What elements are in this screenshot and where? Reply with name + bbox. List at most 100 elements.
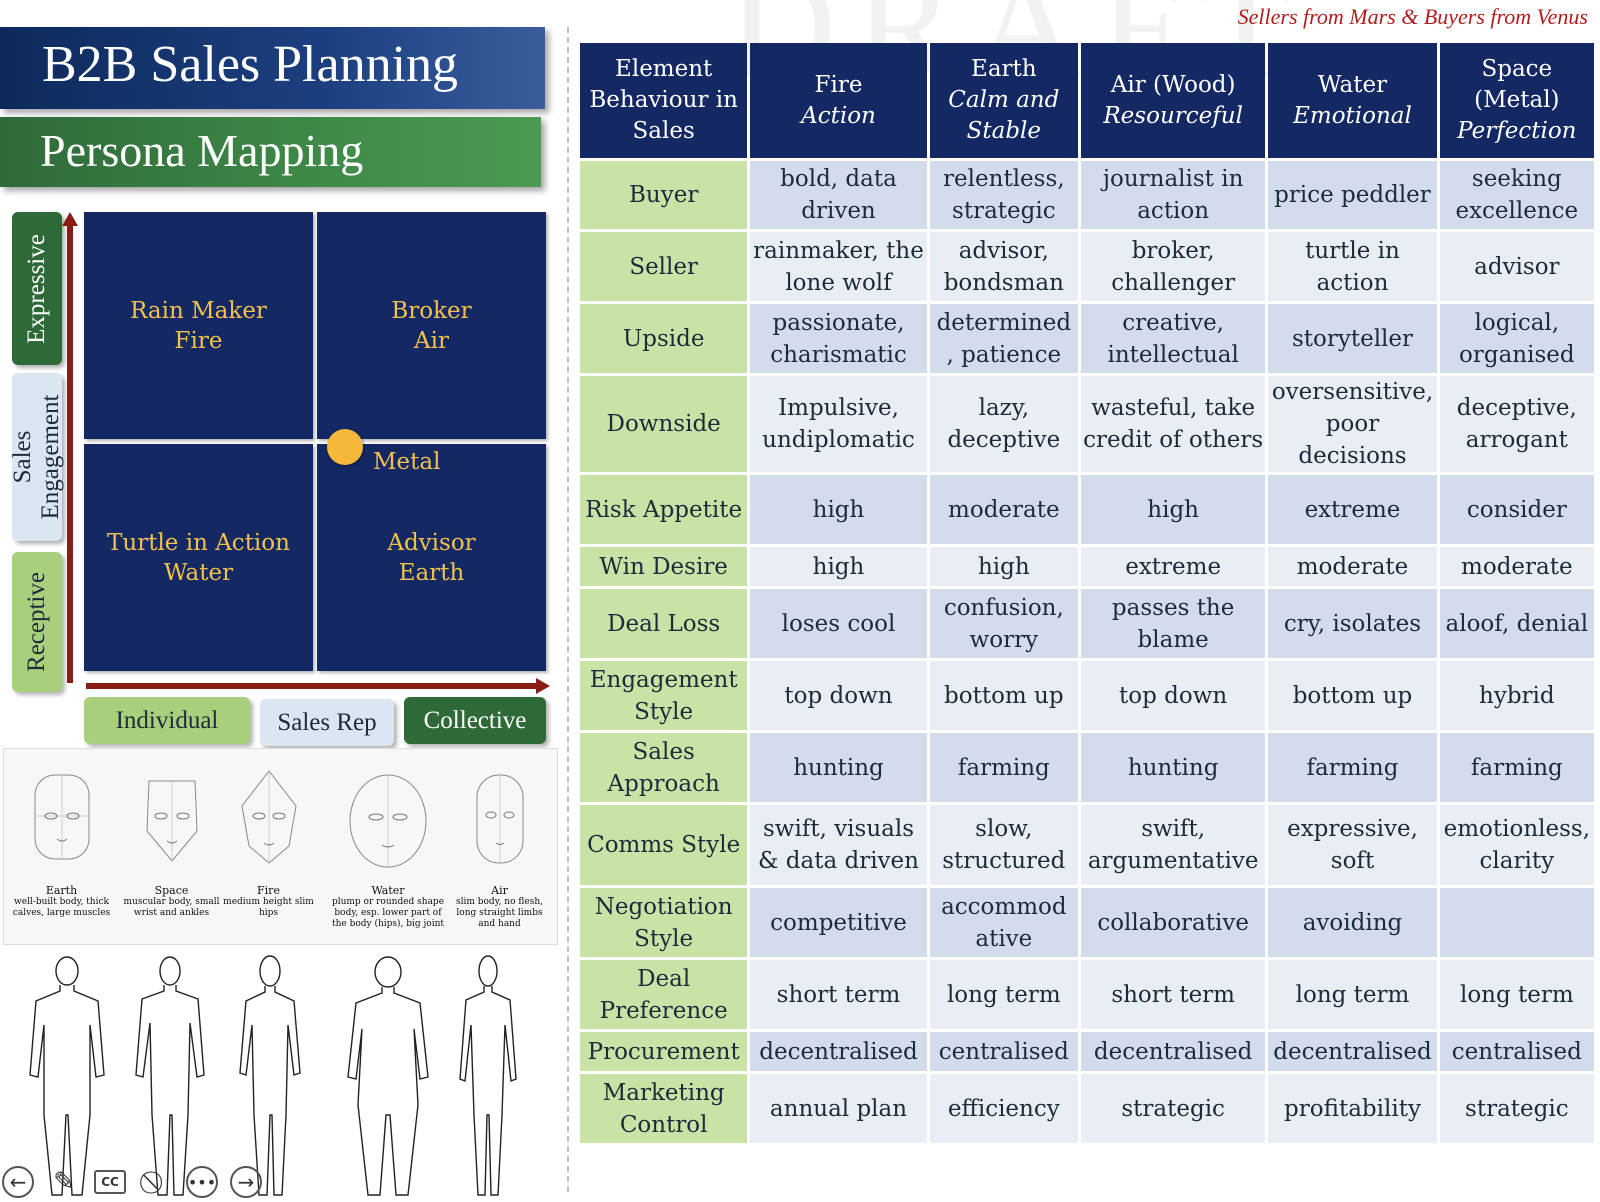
vertical-axis-arrow bbox=[67, 224, 73, 683]
body-fire-figure-icon bbox=[239, 955, 301, 1196]
body-type-name: Air bbox=[491, 884, 508, 897]
table-cell: farming bbox=[1439, 733, 1594, 802]
table-cell: extreme bbox=[1080, 547, 1266, 586]
quadrant-element: Earth bbox=[398, 559, 465, 586]
row-label: Upside bbox=[580, 304, 748, 373]
row-label: Negotiation Style bbox=[580, 888, 748, 957]
more-icon[interactable]: ••• bbox=[186, 1166, 218, 1198]
quadrant-name: Broker bbox=[391, 297, 472, 324]
face-type-space: Space muscular body, small wrist and ank… bbox=[119, 761, 224, 919]
metal-center-dot bbox=[327, 429, 363, 465]
table-cell: centralised bbox=[929, 1032, 1078, 1071]
face-sketch-icon bbox=[240, 770, 297, 864]
body-type-desc: slim body, no flesh, long straight limbs… bbox=[455, 897, 543, 929]
table-cell: broker, challenger bbox=[1080, 232, 1266, 301]
row-label: Sales Approach bbox=[580, 733, 748, 802]
captions-icon[interactable]: CC bbox=[94, 1170, 126, 1194]
quadrant-name: Rain Maker bbox=[130, 297, 267, 324]
axis-label-receptive: Receptive bbox=[12, 552, 62, 692]
table-cell bbox=[1439, 888, 1594, 957]
table-cell: collaborative bbox=[1080, 888, 1266, 957]
table-cell: moderate bbox=[929, 475, 1078, 544]
arrow-right-icon[interactable]: → bbox=[230, 1166, 262, 1198]
table-cell: long term bbox=[1268, 960, 1437, 1029]
table-cell: passes the blame bbox=[1080, 589, 1266, 658]
pen-icon[interactable]: ✎ bbox=[53, 1167, 75, 1197]
table-cell: high bbox=[750, 475, 927, 544]
body-type-name: Earth bbox=[45, 884, 78, 897]
row-label: Comms Style bbox=[580, 805, 748, 885]
body-type-desc: well-built body, thick calves, large mus… bbox=[12, 897, 111, 918]
quadrant-element: Air bbox=[414, 327, 449, 354]
table-cell: relentless, strategic bbox=[929, 161, 1078, 229]
slide-title: B2B Sales Planning bbox=[42, 36, 459, 93]
table-cell: moderate bbox=[1268, 547, 1437, 586]
row-label: Engagement Style bbox=[580, 661, 748, 730]
table-cell: decentralised bbox=[1080, 1032, 1266, 1071]
table-cell: short term bbox=[1080, 960, 1266, 1029]
row-label: Procurement bbox=[580, 1032, 748, 1071]
panel-divider bbox=[567, 27, 569, 1192]
table-cell: centralised bbox=[1439, 1032, 1594, 1071]
table-cell: lazy, deceptive bbox=[929, 376, 1078, 472]
table-cell: decentralised bbox=[1268, 1032, 1437, 1071]
table-cell: high bbox=[929, 547, 1078, 586]
table-cell: emotionless, clarity bbox=[1439, 805, 1594, 885]
table-cell: seeking excellence bbox=[1439, 161, 1594, 229]
table-cell: bold, data driven bbox=[750, 161, 927, 229]
presentation-toolbar: ← ✎ CC ⃠ ••• → bbox=[0, 1162, 280, 1202]
body-type-desc: muscular body, small wrist and ankles bbox=[123, 897, 220, 918]
table-cell: long term bbox=[1439, 960, 1594, 1029]
quadrant-element: Water bbox=[163, 559, 234, 586]
table-cell: aloof, denial bbox=[1439, 589, 1594, 658]
table-cell: hunting bbox=[750, 733, 927, 802]
metal-center-label: Metal bbox=[373, 449, 441, 475]
axis-label-word: Engagement bbox=[37, 394, 64, 520]
body-space-figure-icon bbox=[135, 956, 205, 1196]
table-cell: efficiency bbox=[929, 1074, 1078, 1143]
table-cell: determined , patience bbox=[929, 304, 1078, 373]
row-label: Buyer bbox=[580, 161, 748, 229]
table-cell: cry, isolates bbox=[1268, 589, 1437, 658]
no-video-icon[interactable]: ⃠ bbox=[140, 1166, 172, 1198]
arrow-left-icon[interactable]: ← bbox=[2, 1166, 34, 1198]
table-cell: journalist in action bbox=[1080, 161, 1266, 229]
table-cell: hybrid bbox=[1439, 661, 1594, 730]
face-type-fire: Fire medium height slim hips bbox=[216, 761, 321, 919]
table-cell: accommod ative bbox=[929, 888, 1078, 957]
table-cell: passionate, charismatic bbox=[750, 304, 927, 373]
table-cell: long term bbox=[929, 960, 1078, 1029]
column-header-air: Air (Wood)Resourceful bbox=[1080, 43, 1266, 158]
quadrant-name: Turtle in Action bbox=[107, 529, 290, 556]
table-cell: slow, structured bbox=[929, 805, 1078, 885]
axis-label-collective: Collective bbox=[404, 697, 546, 744]
table-cell: loses cool bbox=[750, 589, 927, 658]
table-cell: creative, intellectual bbox=[1080, 304, 1266, 373]
table-cell: swift, argumentative bbox=[1080, 805, 1266, 885]
table-cell: strategic bbox=[1439, 1074, 1594, 1143]
table-cell: annual plan bbox=[750, 1074, 927, 1143]
table-cell: advisor, bondsman bbox=[929, 232, 1078, 301]
face-sketch-icon bbox=[476, 774, 523, 864]
vertical-axis-arrowhead bbox=[62, 212, 78, 226]
row-label: Seller bbox=[580, 232, 748, 301]
row-label: Win Desire bbox=[580, 547, 748, 586]
axis-label-sales-rep: Sales Rep bbox=[260, 699, 394, 746]
